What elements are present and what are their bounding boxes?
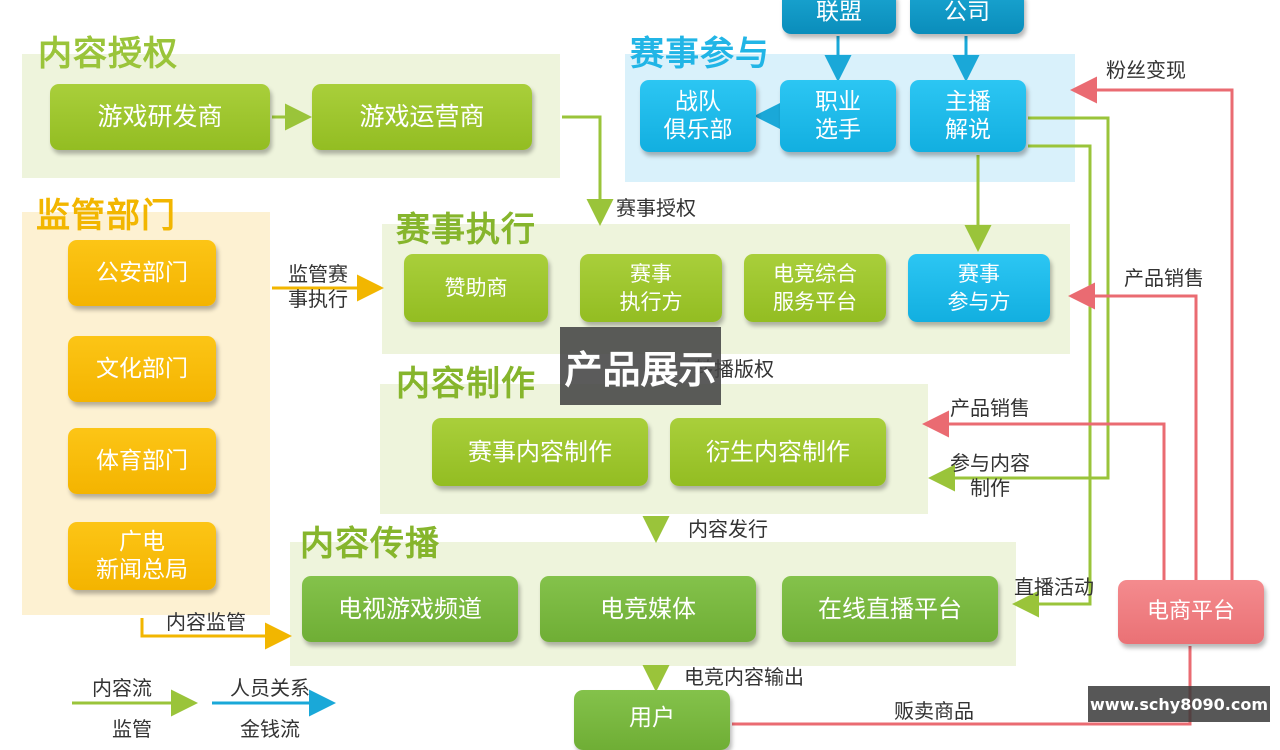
- pro-player-node[interactable]: 职业 选手: [780, 80, 896, 152]
- product-showcase-overlay: 产品展示: [560, 327, 721, 405]
- event-content-node[interactable]: 赛事内容制作: [432, 418, 648, 486]
- label-live-events: 直播活动: [1014, 575, 1094, 599]
- team-club-node[interactable]: 战队 俱乐部: [640, 80, 756, 152]
- label-esports-output: 电竞内容输出: [684, 665, 804, 689]
- league-node[interactable]: 联盟: [782, 0, 896, 34]
- panel-title-regulators: 监管部门: [36, 196, 176, 236]
- panel-title-content-license: 内容授权: [38, 34, 178, 74]
- label-product-sales-1: 产品销售: [1124, 266, 1204, 290]
- legend-content-flow: 内容流: [92, 676, 152, 700]
- label-fan-monetization: 粉丝变现: [1106, 58, 1186, 82]
- legend-personnel: 人员关系: [230, 676, 310, 700]
- game-operator-node[interactable]: 游戏运营商: [312, 84, 532, 150]
- label-content-release: 内容发行: [688, 517, 768, 541]
- live-platform-node[interactable]: 在线直播平台: [782, 576, 998, 642]
- user-node[interactable]: 用户: [574, 690, 730, 750]
- tv-channel-node[interactable]: 电视游戏频道: [302, 576, 518, 642]
- label-sell-goods: 贩卖商品: [894, 699, 974, 723]
- panel-title-event-execution: 赛事执行: [396, 210, 536, 250]
- event-executor-node[interactable]: 赛事 执行方: [580, 254, 722, 322]
- panel-title-event-participation: 赛事参与: [630, 34, 770, 74]
- label-content-supervision: 内容监管: [166, 610, 246, 634]
- sponsor-node[interactable]: 赞助商: [404, 254, 548, 322]
- label-event-license: 赛事授权: [616, 196, 696, 220]
- label-supervision-execution: 监管赛 事执行: [288, 262, 348, 311]
- derivative-content-node[interactable]: 衍生内容制作: [670, 418, 886, 486]
- company-node[interactable]: 公司: [910, 0, 1024, 34]
- ecommerce-node[interactable]: 电商平台: [1118, 580, 1264, 644]
- legend-money-flow: 金钱流: [240, 717, 300, 741]
- legend-supervision: 监管: [112, 717, 152, 741]
- host-commentator-node[interactable]: 主播 解说: [910, 80, 1026, 152]
- panel-title-content-production: 内容制作: [396, 364, 536, 404]
- esports-service-node[interactable]: 电竞综合 服务平台: [744, 254, 886, 322]
- sports-node[interactable]: 体育部门: [68, 428, 216, 494]
- flow-arrows: [72, 36, 1234, 726]
- watermark: www.schy8090.com: [1088, 686, 1270, 722]
- game-developer-node[interactable]: 游戏研发商: [50, 84, 270, 150]
- police-node[interactable]: 公安部门: [68, 240, 216, 306]
- label-participate-content: 参与内容 制作: [950, 451, 1030, 500]
- esports-media-node[interactable]: 电竞媒体: [540, 576, 756, 642]
- culture-node[interactable]: 文化部门: [68, 336, 216, 402]
- label-product-sales-2: 产品销售: [950, 396, 1030, 420]
- panel-title-content-distribution: 内容传播: [300, 524, 440, 564]
- event-participant-node[interactable]: 赛事 参与方: [908, 254, 1050, 322]
- broadcast-node[interactable]: 广电 新闻总局: [68, 522, 216, 590]
